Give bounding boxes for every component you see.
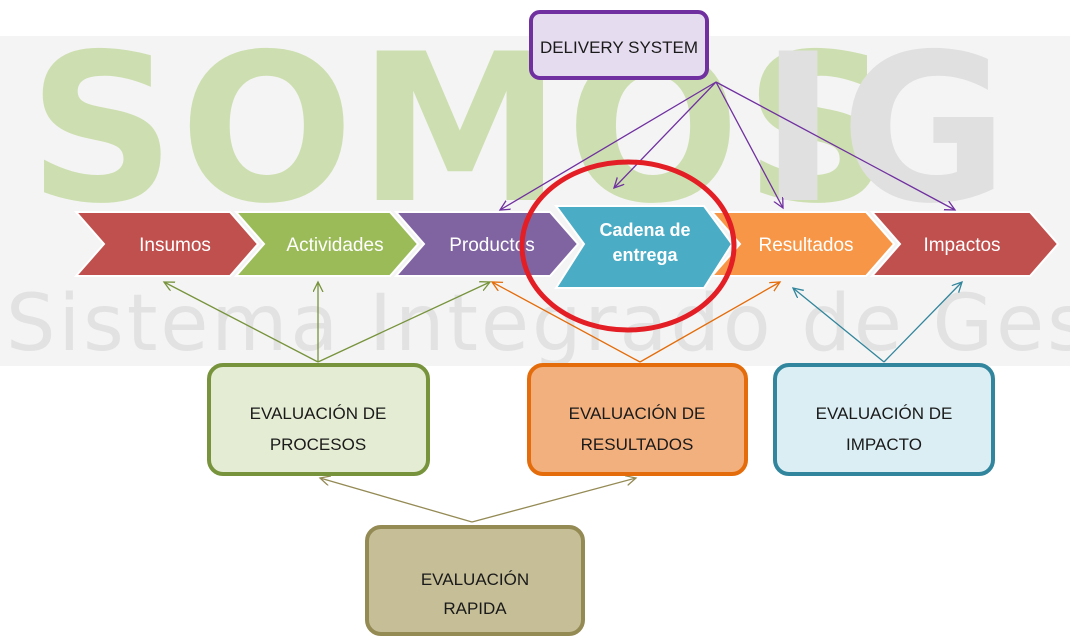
delivery-system-box: DELIVERY SYSTEM (529, 10, 709, 80)
eval-resultados-box: EVALUACIÓN DE RESULTADOS (527, 363, 748, 476)
arrow-to-impactos-from-impacto (883, 282, 962, 363)
arrow-to-cadena (614, 81, 717, 188)
arrow-to-insumos (164, 282, 319, 363)
chevron-cadena-label-line1: Cadena de (599, 220, 690, 240)
eval-rapida-box: EVALUACIÓN RAPIDA (365, 525, 585, 636)
chevron-insumos: Insumos (73, 211, 260, 277)
chevron-productos-label: Productos (449, 235, 535, 256)
eval-procesos-box: EVALUACIÓN DE PROCESOS (207, 363, 430, 476)
chevron-actividades: Actividades (233, 211, 420, 277)
rapida-arrows (320, 478, 636, 523)
delivery-arrows (500, 81, 955, 210)
chevron-insumos-label: Insumos (139, 235, 211, 256)
watermark-band (0, 36, 1070, 366)
value-chain: Insumos Actividades Productos Cadena de … (73, 205, 1060, 289)
highlight-circle (519, 159, 737, 333)
procesos-arrows (164, 282, 490, 363)
eval-impacto-line2: IMPACTO (846, 435, 922, 454)
arrow-to-eval-procesos (320, 478, 473, 523)
eval-procesos-line2: PROCESOS (270, 435, 366, 454)
chevron-resultados-label: Resultados (758, 235, 853, 256)
eval-rapida-line1: EVALUACIÓN (421, 570, 529, 589)
arrow-to-productos (500, 81, 717, 210)
eval-resultados-line2: RESULTADOS (581, 435, 694, 454)
watermark-title: SOMOS (28, 11, 896, 249)
arrow-to-resultados-from-eval (639, 282, 780, 363)
resultados-arrows (492, 282, 780, 363)
arrow-to-eval-resultados (471, 478, 636, 523)
impacto-arrows (793, 282, 962, 363)
chevron-cadena-label-line2: entrega (612, 245, 678, 265)
arrow-to-resultados (715, 81, 783, 208)
eval-procesos-line1: EVALUACIÓN DE (250, 404, 387, 423)
arrow-to-productos-from-procesos (317, 282, 490, 363)
delivery-system-label: DELIVERY SYSTEM (540, 38, 698, 57)
chevron-productos: Productos (393, 211, 580, 277)
arrow-to-productos-from-resultados (492, 282, 641, 363)
watermark-title-tail: IG (760, 11, 1013, 249)
chevron-resultados: Resultados (709, 211, 896, 277)
chevron-cadena-de-entrega: Cadena de entrega (554, 205, 734, 289)
eval-impacto-box: EVALUACIÓN DE IMPACTO (773, 363, 995, 476)
chevron-actividades-label: Actividades (286, 235, 383, 256)
eval-resultados-line1: EVALUACIÓN DE (569, 404, 706, 423)
arrow-to-impactos (715, 81, 955, 210)
eval-rapida-line2: RAPIDA (443, 599, 507, 618)
eval-impacto-line1: EVALUACIÓN DE (816, 404, 953, 423)
chevron-impactos-label: Impactos (923, 235, 1000, 256)
chevron-impactos: Impactos (869, 211, 1060, 277)
arrow-to-resultados-from-impacto (793, 288, 885, 363)
